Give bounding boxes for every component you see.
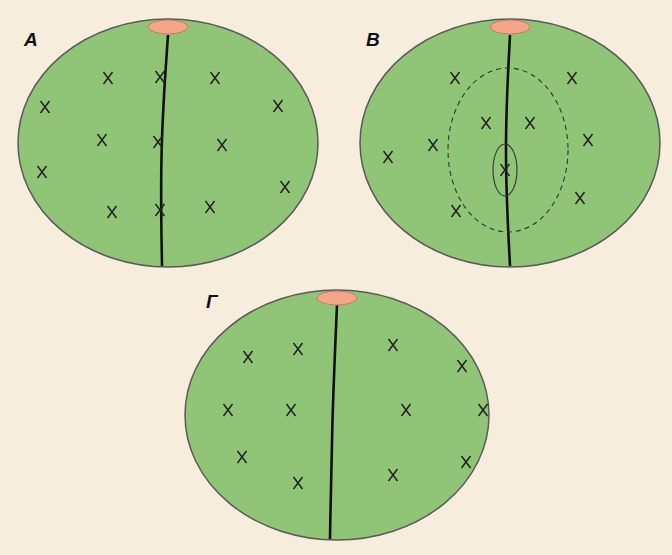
cell-illustration xyxy=(181,286,493,544)
pole-body xyxy=(490,20,530,34)
cross-mark xyxy=(218,139,227,151)
cross-mark xyxy=(104,72,113,84)
cross-mark xyxy=(402,404,411,416)
cross-mark xyxy=(206,201,215,213)
cross-mark xyxy=(294,477,303,489)
solid-region xyxy=(493,144,517,196)
pole-body xyxy=(148,20,188,34)
panel-letter: А xyxy=(24,30,38,49)
cell-outline: Г xyxy=(181,286,493,544)
cross-mark xyxy=(224,404,233,416)
dashed-region xyxy=(448,68,568,232)
cell-body xyxy=(360,19,660,267)
cell-illustration xyxy=(14,15,322,271)
cross-mark xyxy=(389,469,398,481)
spindle-line xyxy=(161,35,168,266)
cross-mark xyxy=(108,206,117,218)
cross-mark xyxy=(98,134,107,146)
cross-mark xyxy=(429,139,438,151)
cross-mark xyxy=(568,72,577,84)
cross-mark xyxy=(41,101,50,113)
cross-mark xyxy=(584,134,593,146)
cross-mark xyxy=(482,117,491,129)
cell-outline: В xyxy=(356,15,664,271)
panel-letter: Г xyxy=(206,292,218,311)
spindle-line xyxy=(506,35,510,266)
cross-mark xyxy=(501,164,510,176)
cross-mark xyxy=(211,72,220,84)
cross-mark xyxy=(244,351,253,363)
cross-mark xyxy=(576,192,585,204)
cross-mark xyxy=(462,456,471,468)
panel-letter: В xyxy=(366,30,380,49)
cross-mark xyxy=(281,181,290,193)
cross-mark xyxy=(452,205,461,217)
cross-mark xyxy=(451,72,460,84)
cell-body xyxy=(18,19,318,267)
cross-mark xyxy=(526,117,535,129)
cross-mark xyxy=(238,451,247,463)
cross-mark xyxy=(458,360,467,372)
cross-mark xyxy=(156,71,165,83)
cross-mark xyxy=(389,339,398,351)
cross-mark xyxy=(287,404,296,416)
cell-body xyxy=(185,290,489,540)
spindle-line xyxy=(330,305,337,539)
cell-outline: А xyxy=(14,15,322,271)
cell-illustration xyxy=(356,15,664,271)
cross-mark xyxy=(479,404,488,416)
cross-mark xyxy=(154,136,163,148)
cross-mark xyxy=(294,343,303,355)
cross-mark xyxy=(156,204,165,216)
pole-body xyxy=(317,291,357,305)
cross-mark xyxy=(384,151,393,163)
cross-mark xyxy=(38,166,47,178)
cross-mark xyxy=(274,100,283,112)
